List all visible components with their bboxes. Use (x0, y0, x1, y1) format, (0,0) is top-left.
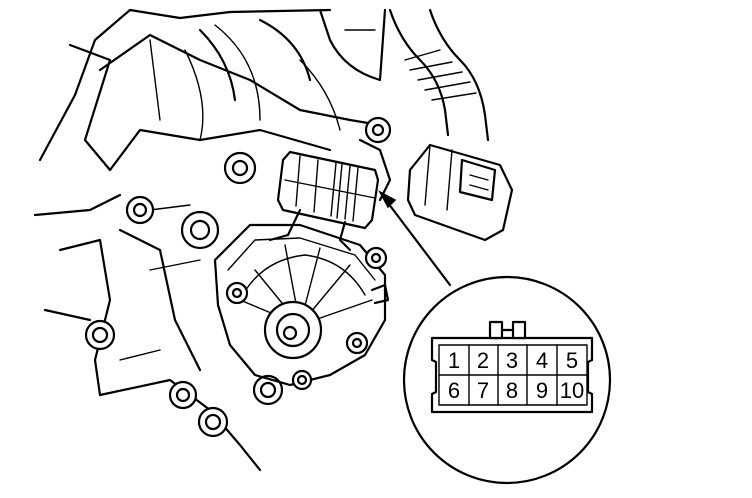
bolt-icon (223, 151, 257, 185)
pin-label-9: 9 (536, 378, 548, 403)
connector-callout: 1 2 3 4 5 6 7 8 9 10 (402, 275, 612, 485)
transmission-housing (33, 8, 392, 472)
bolt-icon (125, 195, 155, 225)
pin-labels: 1 2 3 4 5 6 7 8 9 10 (448, 348, 584, 403)
bolt-icon (168, 380, 198, 410)
leader-arrow (378, 190, 452, 287)
pin-label-4: 4 (536, 348, 548, 373)
pin-label-10: 10 (560, 378, 584, 403)
housing-bolts (84, 116, 392, 438)
bolt-icon (364, 246, 388, 270)
sensor-connector (268, 150, 380, 252)
bolt-icon (291, 369, 313, 391)
pin-label-6: 6 (448, 378, 460, 403)
bolt-icon (364, 116, 392, 144)
bolt-icon (225, 281, 249, 305)
pin-label-5: 5 (566, 348, 578, 373)
bolt-icon (197, 406, 229, 438)
pin-label-3: 3 (506, 348, 518, 373)
bolt-icon (252, 374, 284, 406)
bolt-icon (345, 331, 369, 355)
shaft-icon (263, 300, 323, 360)
bolt-icon (180, 210, 220, 250)
bolt-icon (84, 319, 116, 351)
pin-label-8: 8 (506, 378, 518, 403)
pin-label-1: 1 (448, 348, 460, 373)
wire-harness (388, 8, 490, 142)
connector-face (430, 320, 594, 414)
pin-label-2: 2 (477, 348, 489, 373)
harness-connector (406, 143, 514, 242)
pin-label-7: 7 (477, 378, 489, 403)
range-sensor (213, 223, 390, 391)
